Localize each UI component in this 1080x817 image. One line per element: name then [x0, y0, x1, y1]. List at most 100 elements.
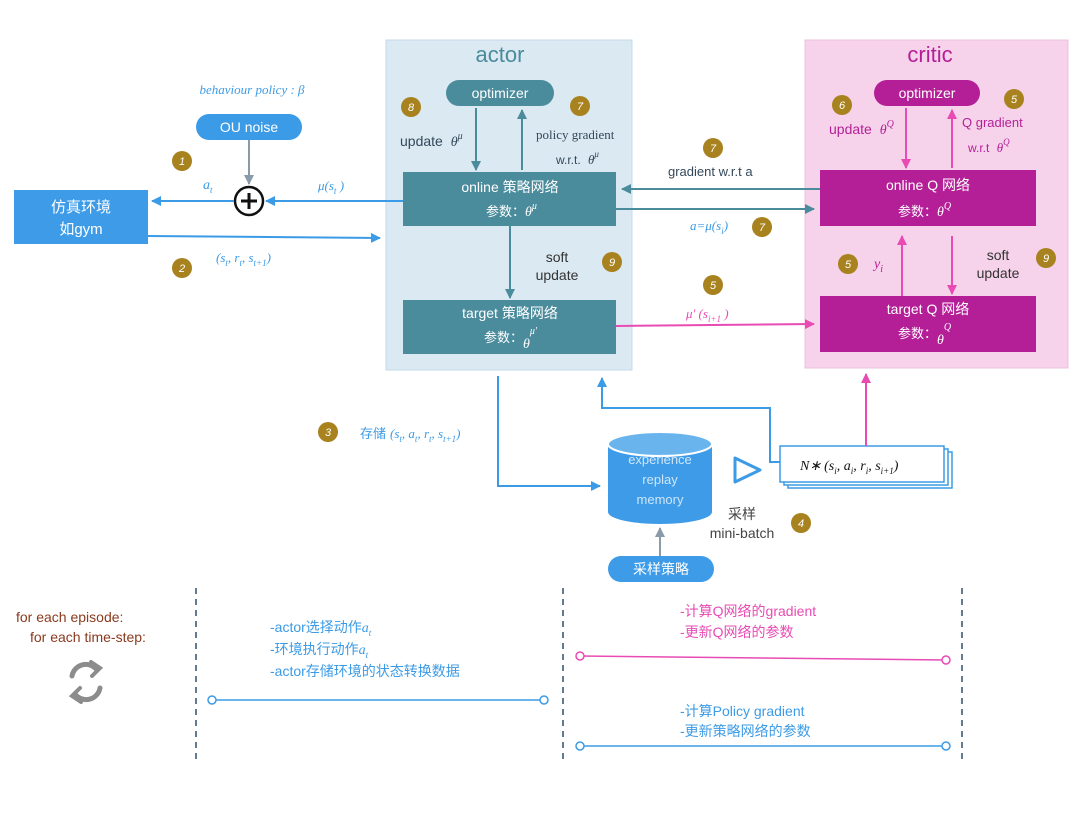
step-marker-4 — [791, 513, 811, 533]
step-7a: 7 — [577, 101, 584, 113]
actor-target-network[interactable] — [403, 300, 616, 354]
critic-soft-update-1: soft — [987, 247, 1010, 263]
step-7b: 7 — [710, 143, 717, 155]
step-marker-3 — [318, 422, 338, 442]
step-marker-1 — [172, 151, 192, 171]
environment-box[interactable] — [14, 190, 148, 244]
step-marker-9b — [1036, 248, 1056, 268]
replay-memory[interactable] — [607, 431, 713, 524]
gradient-wrt-a-label: gradient w.r.t a — [668, 164, 753, 179]
replay-line3: memory — [637, 492, 684, 507]
step-marker-5b — [1004, 89, 1024, 109]
actor-online-title: online 策略网络 — [461, 179, 558, 195]
critic-step-2: -更新Q网络的参数 — [680, 624, 794, 640]
replay-line1: experience — [628, 452, 692, 467]
actor-online-network[interactable] — [403, 172, 616, 226]
critic-target-params: 参数：θQ — [898, 322, 952, 348]
step-3: 3 — [325, 427, 332, 439]
transition-label: (st, rt, st+1) — [216, 250, 271, 268]
q-gradient-label-2: w.r.t θQ — [967, 137, 1010, 155]
plus-circle-icon — [233, 185, 265, 217]
step-marker-5c — [838, 254, 858, 274]
step-5c: 5 — [845, 259, 852, 271]
play-triangle-icon — [733, 456, 762, 484]
actor-soft-update-1: soft — [546, 249, 569, 265]
policy-step-2: -更新策略网络的参数 — [680, 723, 811, 739]
loop-timestep: for each time-step: — [30, 629, 146, 645]
mini-batch-label: N∗(si, ai, ri, si+1) — [799, 459, 899, 476]
critic-update-label: update θQ — [829, 119, 895, 138]
critic-timeline — [575, 651, 951, 665]
critic-step-1: -计算Q网络的gradient — [680, 603, 816, 619]
mu-prime-arrow — [615, 319, 815, 330]
step-9a: 9 — [609, 257, 615, 269]
sampling-policy[interactable] — [608, 556, 714, 582]
replay-line2: replay — [642, 472, 678, 487]
actor-step-3: -actor存储环境的状态转换数据 — [270, 663, 460, 679]
policy-step-1: -计算Policy gradient — [680, 703, 805, 719]
batch-to-actor-arrow — [597, 377, 780, 463]
critic-online-network[interactable] — [820, 170, 1036, 226]
critic-target-title: target Q 网络 — [887, 301, 969, 317]
critic-yi-label: yi — [872, 257, 883, 275]
critic-online-params: 参数：θQ — [898, 201, 952, 220]
critic-optimizer[interactable] — [874, 80, 980, 106]
step-marker-7a — [570, 96, 590, 116]
step-9b: 9 — [1043, 253, 1049, 265]
a-mu-si-label: a=μ(si) — [690, 218, 728, 236]
step-marker-5a — [703, 275, 723, 295]
critic-title: critic — [907, 42, 952, 67]
actor-step-1: -actor选择动作at — [270, 619, 372, 638]
transition-arrow — [147, 232, 381, 243]
actor-soft-update-2: update — [536, 267, 579, 283]
step-7c: 7 — [759, 222, 766, 234]
policy-gradient-label-2: w.r.t. θμ — [555, 149, 599, 167]
environment-line1: 仿真环境 — [51, 198, 111, 216]
step-marker-7b — [703, 138, 723, 158]
actor-timeline — [207, 695, 549, 705]
refresh-icon — [68, 660, 104, 704]
mu-prime-label: μ' (si+1 ) — [685, 306, 729, 324]
ou-noise[interactable] — [196, 114, 302, 140]
q-gradient-label-1: Q gradient — [962, 115, 1023, 130]
step-marker-7c — [752, 217, 772, 237]
actor-online-params: 参数：θμ — [486, 201, 537, 220]
step-8: 8 — [408, 102, 415, 114]
critic-online-title: online Q 网络 — [886, 177, 970, 193]
step-marker-6 — [832, 95, 852, 115]
policy-timeline — [575, 741, 951, 751]
ou-noise-label: OU noise — [220, 119, 279, 135]
mini-batch-stack[interactable] — [779, 445, 953, 489]
actor-update-label: update θμ — [400, 131, 463, 150]
step-marker-9a — [602, 252, 622, 272]
step-6: 6 — [839, 100, 846, 112]
critic-optimizer-label: optimizer — [899, 85, 956, 101]
environment-line2: 如gym — [59, 221, 102, 238]
step-marker-8 — [401, 97, 421, 117]
actor-target-title: target 策略网络 — [462, 305, 558, 321]
mu-st-label: μ(st ) — [317, 178, 344, 196]
sample-label-2: mini-batch — [710, 525, 775, 541]
action-label: at — [203, 178, 213, 195]
step-4: 4 — [798, 518, 804, 530]
store-arrow — [497, 376, 601, 491]
step-1: 1 — [179, 156, 185, 168]
sample-label-1: 采样 — [728, 506, 756, 522]
sampling-policy-label: 采样策略 — [633, 561, 689, 577]
step-5a: 5 — [710, 280, 717, 292]
step-marker-2 — [172, 258, 192, 278]
policy-gradient-label-1: policy gradient — [536, 127, 615, 142]
behaviour-policy-label: behaviour policy : β — [199, 82, 305, 97]
actor-optimizer-label: optimizer — [472, 85, 529, 101]
actor-optimizer[interactable] — [446, 80, 554, 106]
critic-target-network[interactable] — [820, 296, 1036, 352]
step-2: 2 — [178, 263, 185, 275]
step-5b: 5 — [1011, 94, 1018, 106]
loop-episode: for each episode: — [16, 609, 123, 625]
critic-soft-update-2: update — [977, 265, 1020, 281]
actor-target-params: 参数：θμ' — [484, 326, 538, 352]
actor-step-2: -环境执行动作at — [270, 641, 369, 660]
store-label: 存储(st, at, rt, st+1) — [360, 426, 461, 444]
actor-title: actor — [476, 42, 525, 67]
